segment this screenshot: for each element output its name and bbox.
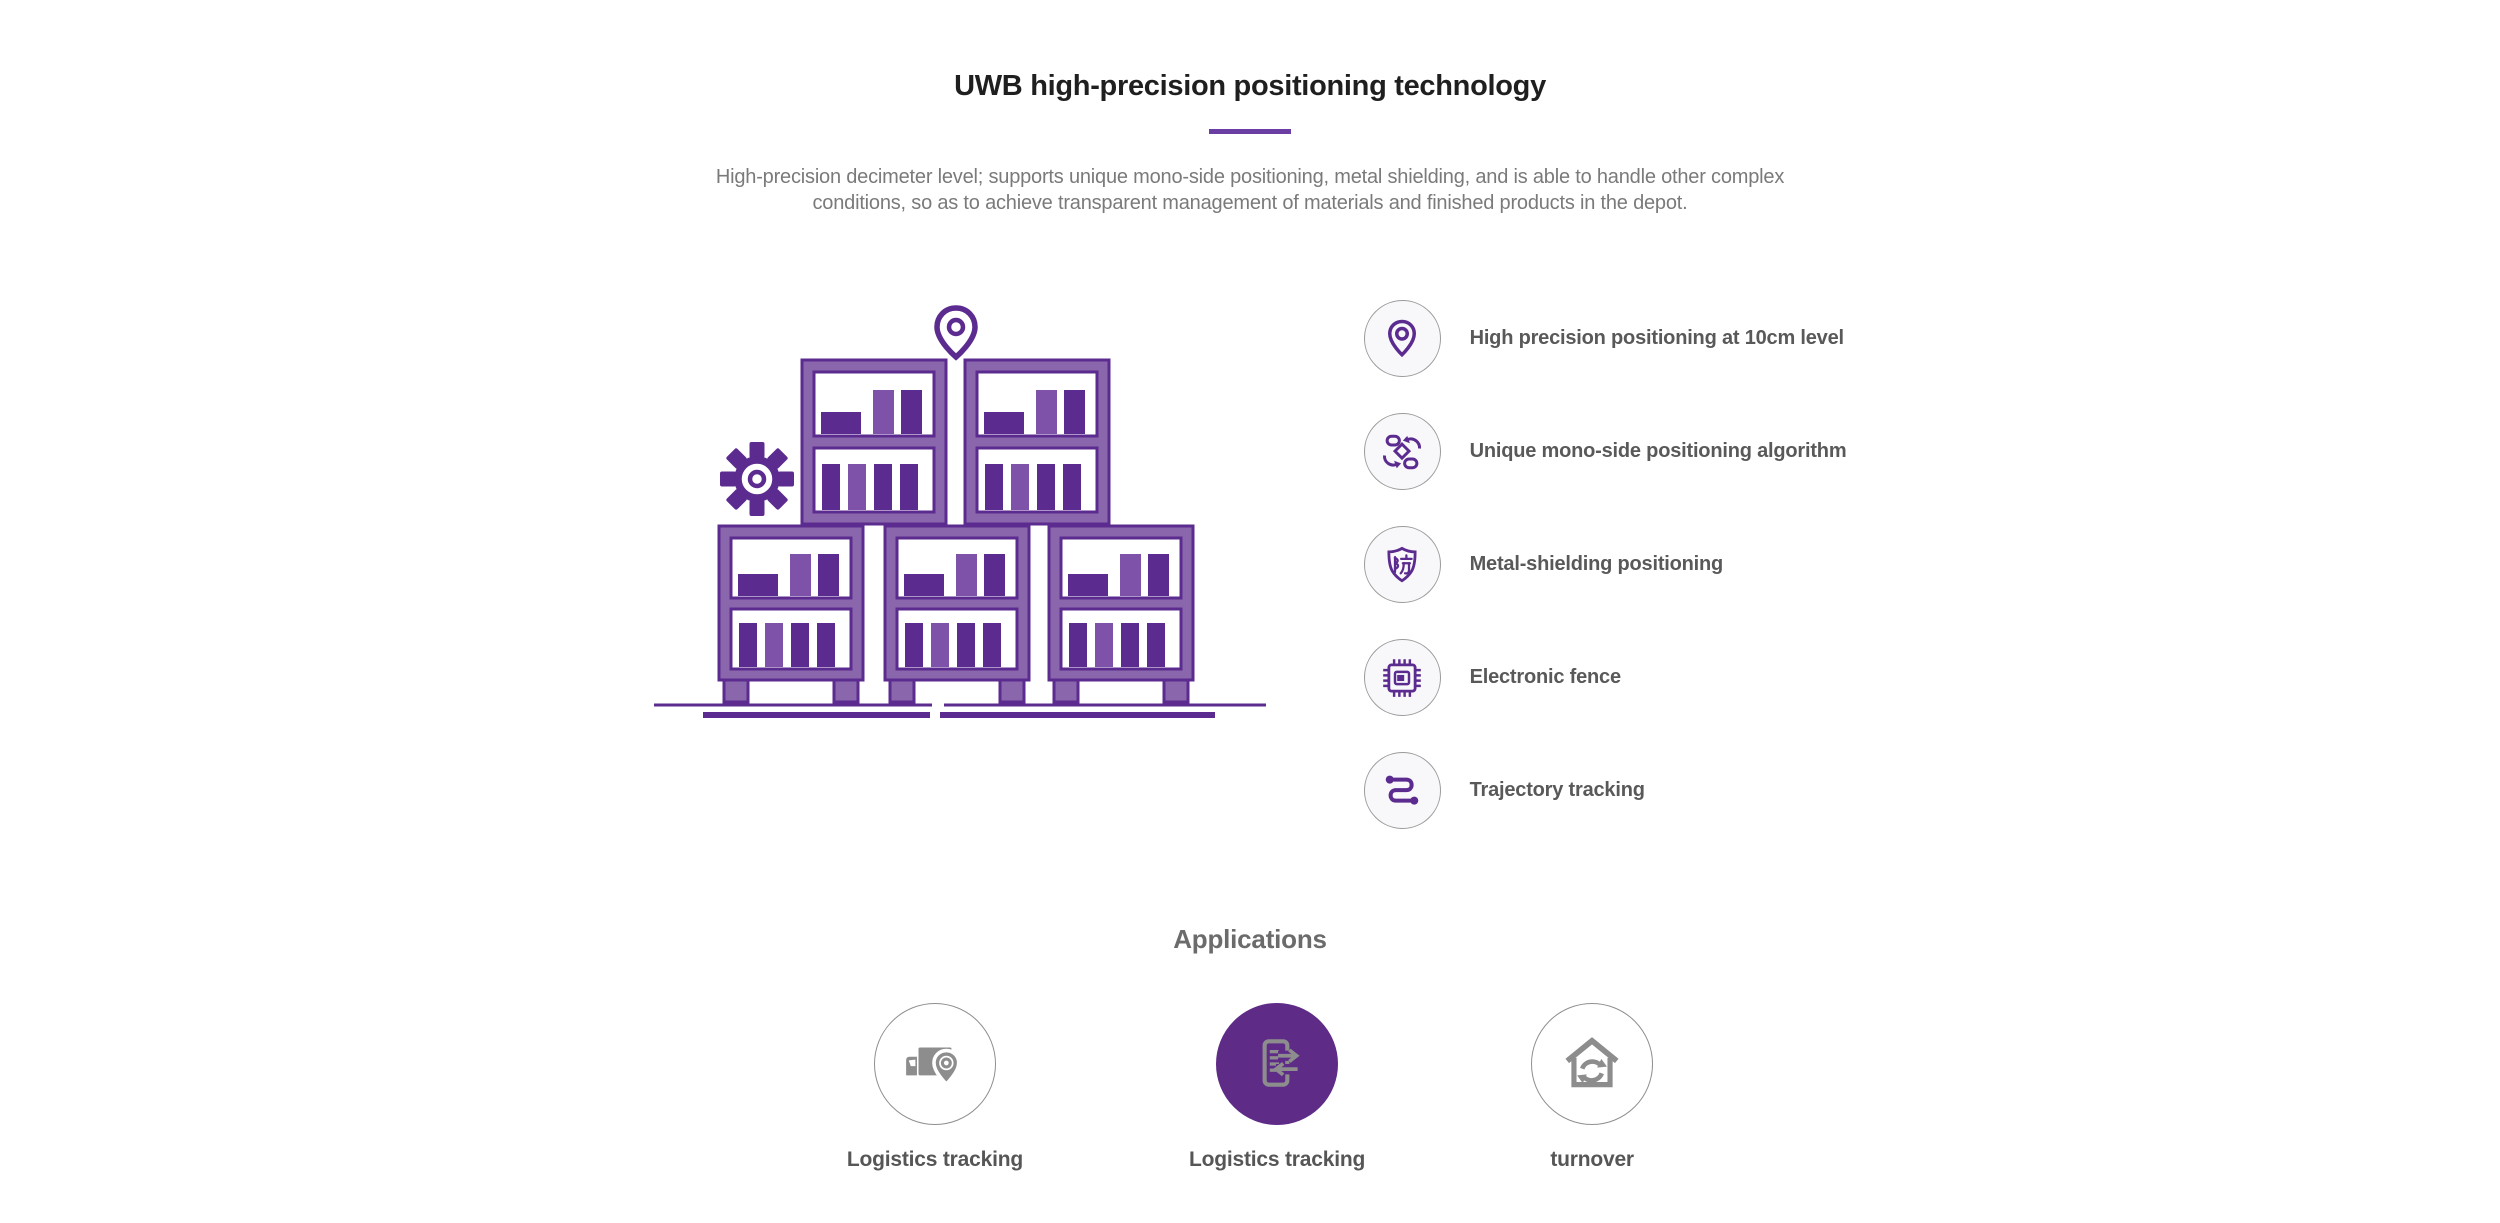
page-description: High-precision decimeter level; supports… <box>640 164 1860 216</box>
feature-icon-circle <box>1363 526 1441 603</box>
app-item-logistics-tracking-1[interactable]: Logistics tracking <box>847 1003 1023 1172</box>
app-circle[interactable] <box>1531 1003 1654 1125</box>
app-label: Logistics tracking <box>1189 1148 1366 1171</box>
document-transfer-icon <box>1262 1039 1300 1087</box>
location-pin-icon <box>933 305 978 361</box>
feature-item-electronic-fence: Electronic fence <box>1363 639 1847 716</box>
applications-heading: Applications <box>1173 924 1327 954</box>
feature-icon-circle <box>1363 300 1441 377</box>
feature-icon-circle <box>1363 413 1441 490</box>
main-content: High precision positioning at 10cm level <box>0 300 2500 829</box>
app-item-turnover[interactable]: turnover <box>1531 1003 1654 1172</box>
algorithm-flow-icon <box>1383 434 1422 469</box>
page-header: UWB high-precision positioning technolog… <box>0 0 2500 216</box>
location-pin-icon <box>1388 319 1417 357</box>
truck-location-icon <box>906 1047 961 1087</box>
applications-row: Logistics tracking Log <box>0 1003 2500 1172</box>
feature-item-high-precision: High precision positioning at 10cm level <box>1363 300 1847 377</box>
warehouse-illustration <box>653 305 1266 718</box>
description-line-2: conditions, so as to achieve transparent… <box>812 192 1688 214</box>
shield-icon <box>1387 546 1417 582</box>
app-item-logistics-tracking-2[interactable]: Logistics tracking <box>1189 1003 1365 1172</box>
feature-item-metal-shielding: Metal-shielding positioning <box>1363 526 1847 603</box>
house-recycle-icon <box>1565 1037 1619 1088</box>
title-divider <box>1209 129 1291 134</box>
feature-label: Unique mono-side positioning algorithm <box>1469 440 1847 462</box>
ground-lines <box>653 703 1266 718</box>
app-label: turnover <box>1550 1148 1634 1171</box>
trajectory-icon <box>1385 775 1419 805</box>
feature-item-trajectory: Trajectory tracking <box>1363 752 1847 829</box>
app-label: Logistics tracking <box>846 1148 1023 1171</box>
app-circle[interactable] <box>873 1003 996 1125</box>
feature-label: Electronic fence <box>1469 666 1622 688</box>
description-line-1: High-precision decimeter level; supports… <box>715 166 1785 188</box>
page-title: UWB high-precision positioning technolog… <box>954 70 1546 102</box>
feature-label: Trajectory tracking <box>1469 779 1645 801</box>
feature-list: High precision positioning at 10cm level <box>1363 300 1847 829</box>
feature-label: High precision positioning at 10cm level <box>1469 327 1845 349</box>
app-circle-active[interactable] <box>1216 1003 1339 1125</box>
feature-label: Metal-shielding positioning <box>1469 553 1724 575</box>
gear-icon <box>719 442 794 516</box>
feature-icon-circle <box>1363 752 1441 829</box>
feature-icon-circle <box>1363 639 1441 716</box>
feature-item-mono-side-algorithm: Unique mono-side positioning algorithm <box>1363 413 1847 490</box>
stacked-storage-racks <box>717 358 1195 704</box>
chip-icon <box>1383 658 1421 697</box>
